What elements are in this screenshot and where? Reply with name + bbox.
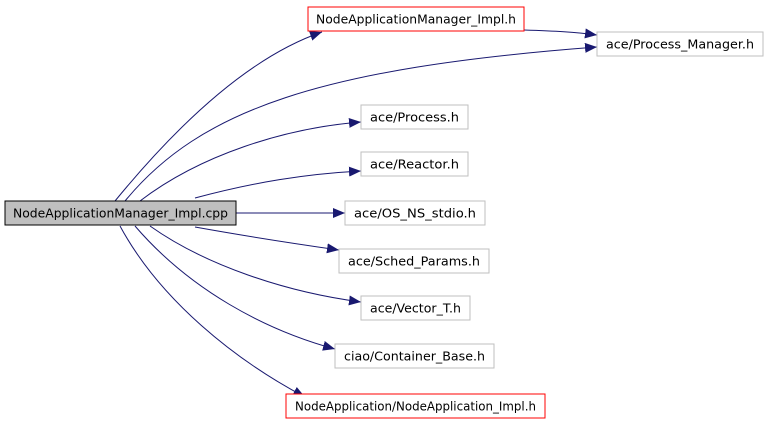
node-label[interactable]: NodeApplication/NodeApplication_Impl.h: [295, 400, 536, 414]
edge-root-to-vector-t-h: [149, 225, 362, 306]
node-label[interactable]: NodeApplicationManager_Impl.h: [316, 13, 516, 27]
node-label: ace/OS_NS_stdio.h: [354, 207, 476, 221]
node-process-h: ace/Process.h: [360, 104, 469, 130]
edge-nodeapplicationmanager-impl-h-to-process-manager-h: [523, 28, 598, 39]
root-node-box: [4, 200, 237, 226]
node-label: ciao/Container_Base.h: [344, 350, 485, 364]
node-box: [338, 248, 490, 274]
node-nodeapplicationmanager-impl-h[interactable]: NodeApplicationManager_Impl.h: [307, 6, 525, 32]
node-vector-t-h: ace/Vector_T.h: [360, 295, 471, 321]
root-node: NodeApplicationManager_Impl.cpp: [4, 200, 237, 226]
node-box[interactable]: [307, 6, 525, 32]
node-container-base-h: ciao/Container_Base.h: [334, 343, 495, 369]
node-box[interactable]: [285, 393, 546, 419]
node-sched-params-h: ace/Sched_Params.h: [338, 248, 490, 274]
node-label: ace/Sched_Params.h: [348, 255, 480, 269]
node-label: ace/Process_Manager.h: [606, 38, 754, 52]
edge-root-to-process-h: [139, 117, 362, 202]
node-process-manager-h: ace/Process_Manager.h: [596, 31, 764, 57]
edges: [114, 28, 598, 398]
edge-root-to-sched-params-h: [194, 226, 340, 254]
node-box: [360, 104, 469, 130]
edge-root-to-nodeapplicationmanager-impl-h: [114, 31, 323, 202]
edge-root-to-nodeapplication-impl-h: [119, 225, 306, 398]
node-os-ns-stdio-h: ace/OS_NS_stdio.h: [344, 200, 486, 226]
node-box: [360, 295, 471, 321]
root-node-label: NodeApplicationManager_Impl.cpp: [13, 207, 228, 221]
node-box: [344, 200, 486, 226]
node-box: [334, 343, 495, 369]
edge-root-to-reactor-h: [194, 166, 362, 199]
node-nodeapplication-impl-h[interactable]: NodeApplication/NodeApplication_Impl.h: [285, 393, 546, 419]
node-label: ace/Vector_T.h: [370, 302, 461, 316]
edge-root-to-process-manager-h: [124, 42, 598, 202]
node-reactor-h: ace/Reactor.h: [360, 151, 469, 177]
node-box: [596, 31, 764, 57]
node-box: [360, 151, 469, 177]
node-label: ace/Reactor.h: [370, 158, 459, 172]
edge-root-to-container-base-h: [134, 225, 336, 351]
node-label: ace/Process.h: [370, 111, 459, 125]
